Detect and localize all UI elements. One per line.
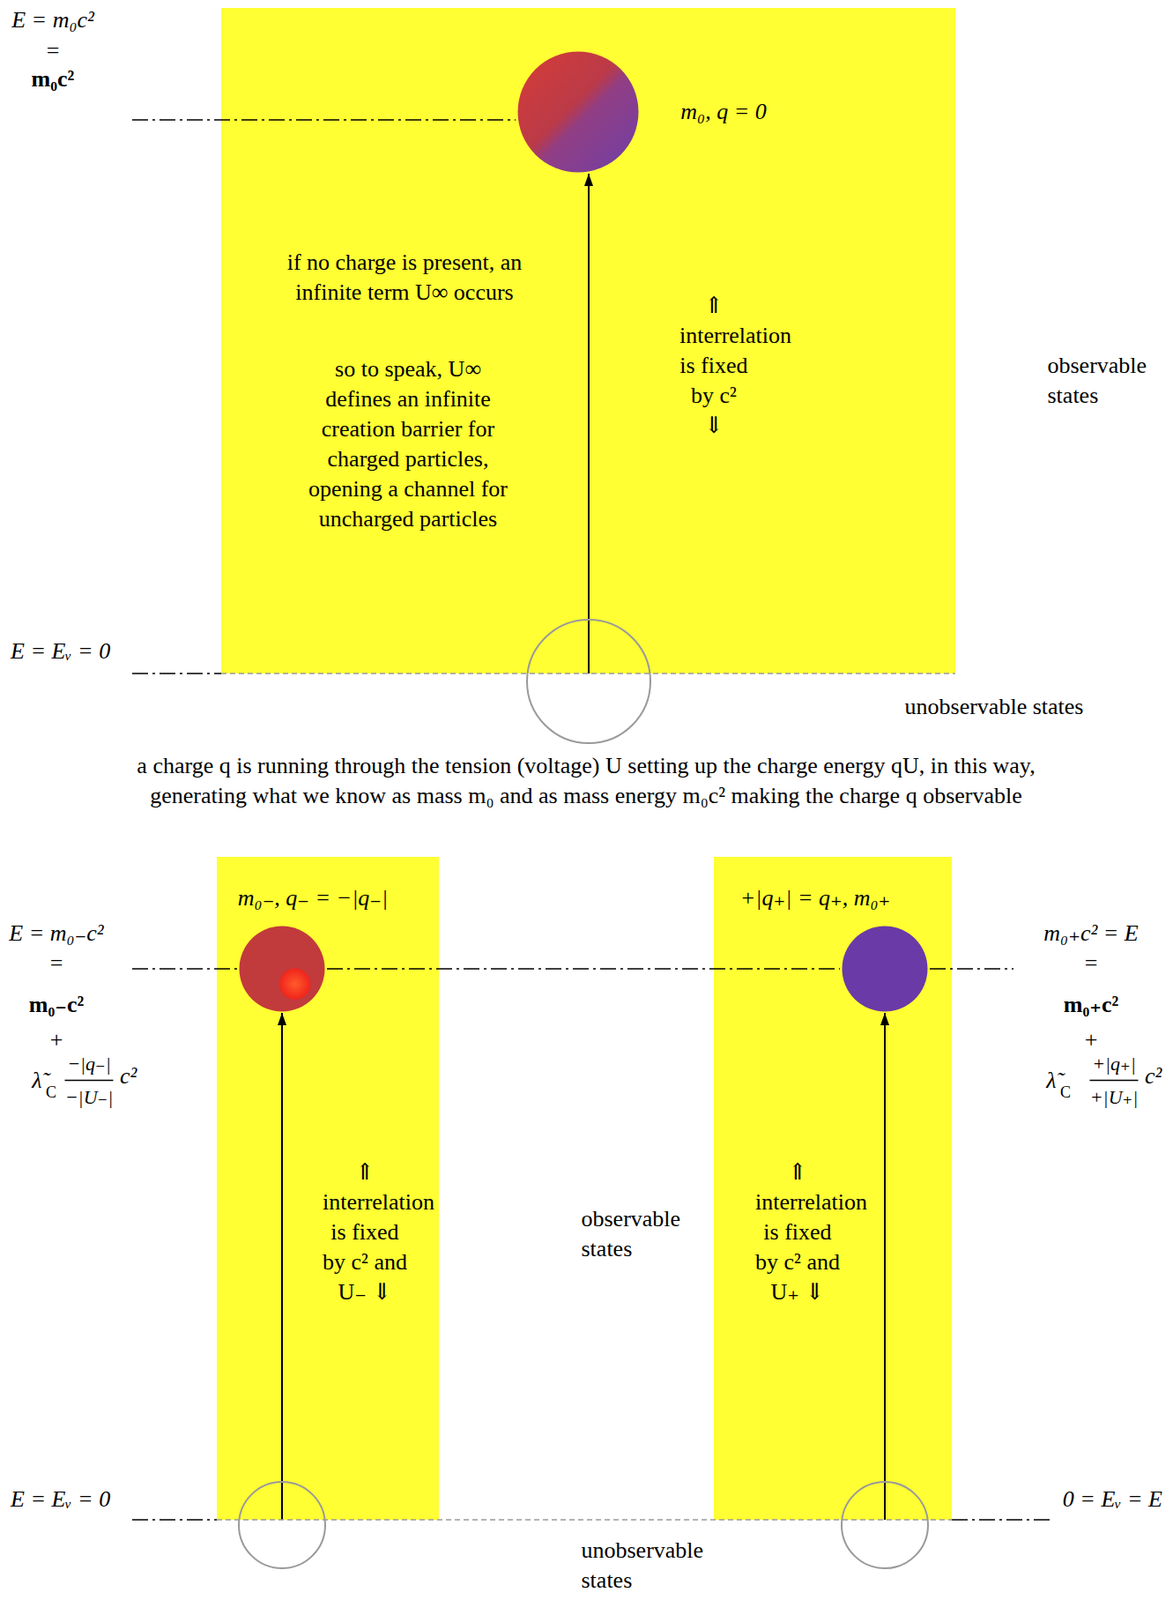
subscript: C <box>45 1081 60 1103</box>
particle-circle: m₀, q = 0 <box>517 51 639 173</box>
vacuum-level: E = Eᵥ = 0 <box>10 636 113 667</box>
vacuum-line <box>951 1518 1054 1521</box>
particle-circle: m₀₋, q₋ = −|q₋| <box>238 925 326 1012</box>
energy-equation: m₀c² <box>30 64 76 95</box>
particle-circle: +|q₊| = q₊, m₀₊ <box>841 925 929 1012</box>
energy-equation: E = m₀c² <box>10 5 96 36</box>
energy-level-line <box>929 967 1014 970</box>
compton-lambda: λ̃ <box>1045 1065 1058 1096</box>
region-text: so to speak, U∞ defines an infinite crea… <box>308 354 508 535</box>
vacuum-line <box>132 672 222 675</box>
energy-level-line <box>132 118 516 121</box>
creation-arrow <box>587 173 590 674</box>
energy-equation: m₀₊c² = E <box>1042 918 1140 949</box>
region-note: observable states <box>581 1203 592 1264</box>
equals-sign: = <box>49 948 65 979</box>
region-note: observable states <box>1047 350 1058 411</box>
energy-equation: m₀₋c² <box>28 989 86 1020</box>
region-text: if no charge is present, an infinite ter… <box>287 247 523 308</box>
vacuum-circle <box>238 1481 326 1568</box>
fraction-denominator: −|U₋| <box>64 1083 115 1110</box>
region-text: ⇑ interrelation is fixed by c² ⇓ <box>679 290 749 441</box>
energy-equation: c² <box>1144 1061 1165 1092</box>
subscript: C <box>1060 1081 1074 1103</box>
vacuum-circle <box>841 1481 929 1568</box>
creation-arrow <box>883 1012 886 1520</box>
yellow-region: ⇑ interrelation is fixed by c² and U₋ ⇓ m… <box>216 856 439 1520</box>
energy-level-line <box>326 967 840 970</box>
energy-equation: E = m₀₋c² <box>7 918 105 949</box>
particle-label: m₀₋, q₋ = −|q₋| <box>237 883 390 914</box>
plus-sign: + <box>49 1024 65 1055</box>
particle-disc <box>841 925 929 1012</box>
fraction-numerator: −|q₋| <box>66 1050 112 1077</box>
energy-equation: c² <box>119 1061 140 1092</box>
fraction-bar <box>65 1079 114 1082</box>
equals-sign: = <box>45 36 61 67</box>
fraction-numerator: +|q₊| <box>1091 1050 1137 1077</box>
particle-label: m₀, q = 0 <box>679 96 768 127</box>
region-text: ⇑ interrelation is fixed by c² and U₊ ⇓ <box>755 1157 840 1307</box>
region-text: ⇑ interrelation is fixed by c² and U₋ ⇓ <box>322 1157 408 1307</box>
particle-disc <box>238 925 326 1012</box>
region-note: unobservable states <box>904 691 1085 722</box>
fraction-denominator: +|U₊| <box>1089 1083 1140 1110</box>
equals-sign: = <box>1083 948 1099 979</box>
yellow-region: ⇑ interrelation is fixed by c² and U₊ ⇓ +… <box>713 856 952 1520</box>
vacuum-line <box>132 1518 217 1521</box>
region-note: unobservable states <box>581 1535 592 1596</box>
vacuum-level: 0 = Eᵥ = E <box>1060 1484 1163 1515</box>
compton-lambda: λ̃ <box>30 1065 44 1096</box>
fraction-bar <box>1090 1079 1139 1082</box>
energy-equation: m₀₊c² <box>1062 989 1121 1020</box>
vacuum-level: E = Eᵥ = 0 <box>10 1484 113 1515</box>
particle-disc <box>517 51 639 173</box>
energy-level-line <box>132 967 238 970</box>
creation-arrow <box>281 1012 283 1520</box>
vacuum-line <box>221 672 956 675</box>
plus-sign: + <box>1083 1024 1099 1055</box>
vacuum-circle <box>527 619 651 743</box>
explanation-text: a charge q is running through the tensio… <box>127 750 1045 811</box>
particle-label: +|q₊| = q₊, m₀₊ <box>739 883 892 914</box>
